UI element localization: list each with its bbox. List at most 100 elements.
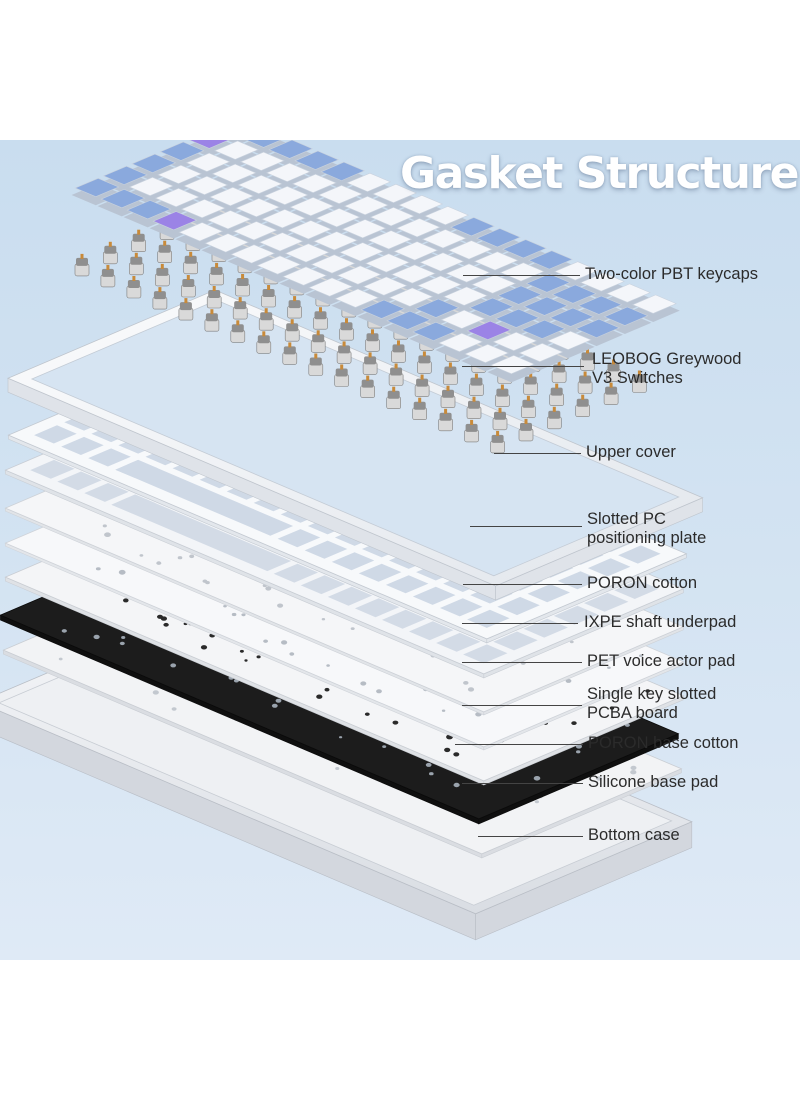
keycap-top [258,232,304,252]
pcb-hole [324,687,330,692]
switch-housing [156,267,169,276]
keycap [331,288,383,316]
switch [157,240,172,263]
switch-stem [316,330,320,336]
ixpe-hole [102,524,107,528]
keycap-top [468,297,514,317]
keycap-top [320,161,366,181]
switch-stem [134,252,138,258]
pcb-hole [157,614,163,619]
cotton-hole [121,636,126,639]
pet-hole [289,652,295,656]
keycap-top [126,200,172,220]
switch-stem [371,329,374,335]
keycap-top [417,275,462,295]
cotton-hole [119,641,125,646]
switch-stem [397,340,400,346]
keycap-top [490,355,535,375]
switch [339,318,354,341]
keycap-top [317,184,363,205]
keycap-top [235,198,281,218]
cotton-slot [493,631,538,651]
switch-stem [241,274,245,279]
keycap-top [128,176,174,197]
switch-stem [288,342,292,348]
pcb-hole [645,689,651,693]
plate-cutout [115,459,294,536]
keycap-top [185,152,231,172]
keycap-top [287,220,332,240]
keycap-top [546,330,592,350]
switch-housing [522,399,535,408]
pcb-hole [316,694,323,699]
switch [232,297,248,320]
switch [183,251,198,275]
callout-label: Single key slotted PCBA board [587,685,716,723]
pcb-hole [609,706,615,710]
cotton-slot [30,459,75,479]
switch [386,386,402,410]
switch-stem [212,286,216,291]
switch [284,319,300,342]
keycap-top [551,284,597,304]
pet-hole [231,612,237,617]
keycap-top [391,264,436,284]
keycap-top [580,272,625,292]
keycap-top [334,288,380,308]
keycap-top [360,299,406,319]
switch-housing [550,387,563,396]
switch [206,286,222,309]
keycap-top [159,141,205,161]
switch-stem [137,229,141,235]
label-line: Upper cover [586,443,676,461]
callout-label: Two-color PBT keycaps [585,265,758,284]
switch-stem [236,320,240,326]
keycap-top [440,309,486,329]
switch-housing [262,289,275,297]
switch-stem [238,297,242,303]
switch-housing [413,401,426,410]
keycap-top [154,187,200,208]
switch-stem [583,371,587,377]
switch-stem [448,362,452,368]
switch-stem [394,363,398,369]
pet-hole [263,639,268,643]
keycap [201,233,253,261]
switch-housing [231,324,244,333]
keycap-top [492,331,538,352]
switch-housing [496,388,509,397]
callout-label: PET voice actor pad [587,652,735,671]
keycap-top [445,263,491,283]
keycap-top [369,207,415,227]
keycap [175,222,227,250]
keycap [149,211,201,239]
callout-label: Upper cover [586,443,676,462]
keycap-top [450,217,495,237]
switch-housing [312,334,325,343]
ixpe-hole [569,640,574,644]
switch-stem [637,370,641,376]
switch-stem [210,309,214,315]
switch-housing [605,386,618,395]
switch-housing [387,390,400,399]
switch-housing [309,357,322,366]
keycap-top [606,283,651,303]
switch-stem [612,359,615,365]
keycap-top [100,188,146,209]
keycap-top [603,306,649,326]
switch [606,359,621,382]
keycap-top [523,296,569,316]
switch [360,375,376,398]
switch-housing [444,366,457,375]
plate-cutout [412,586,456,605]
keycap-top [424,206,470,226]
switch [235,274,250,297]
cotton-hole [271,703,278,708]
cotton-hole [61,629,67,633]
keycap-top [518,342,564,363]
switch [443,362,458,385]
switch-stem [215,262,219,268]
cotton-slot [111,494,292,572]
plate-cutout [61,436,104,455]
keycap-top [256,255,302,275]
